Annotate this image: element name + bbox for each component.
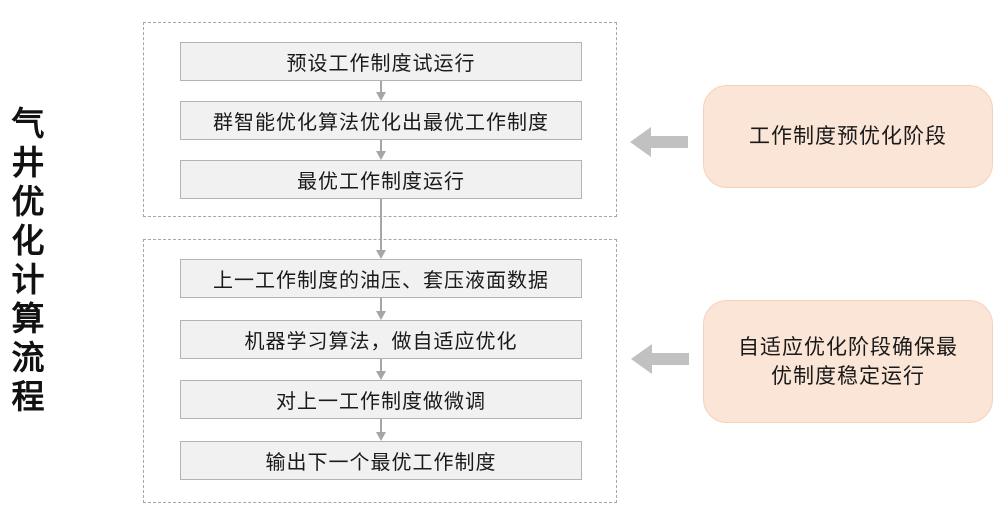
down-arrow-icon (375, 81, 387, 101)
down-arrow-icon (375, 140, 387, 160)
arrow-head (376, 371, 386, 380)
step-label: 预设工作制度试运行 (286, 53, 476, 75)
step-output-next-regime: 输出下一个最优工作制度 (180, 441, 582, 480)
stage1-dashed-container (143, 22, 617, 217)
step-preset-trial-run: 预设工作制度试运行 (180, 42, 582, 81)
step-fine-tune: 对上一工作制度做微调 (180, 380, 582, 419)
arrow-line (380, 419, 382, 432)
arrow-head (376, 250, 386, 259)
callout-label-line2: 优制度稳定运行 (771, 364, 925, 388)
down-arrow-icon (375, 298, 387, 320)
step-label: 机器学习算法，做自适应优化 (244, 331, 518, 353)
step-label: 最优工作制度运行 (297, 171, 465, 193)
arrow-line (380, 140, 382, 151)
arrow-head (376, 151, 386, 160)
step-optimal-run: 最优工作制度运行 (180, 160, 582, 199)
arrow-head (376, 432, 386, 441)
arrow-head (376, 311, 386, 320)
left-arrow-shape (630, 127, 688, 157)
step-label: 上一工作制度的油压、套压液面数据 (213, 270, 549, 292)
arrow-line (380, 359, 382, 371)
step-label: 对上一工作制度做微调 (276, 391, 486, 413)
callout-stage1: 工作制度预优化阶段 (703, 85, 993, 188)
callout-label: 工作制度预优化阶段 (749, 125, 947, 148)
callout-stage2: 自适应优化阶段确保最 优制度稳定运行 (703, 300, 993, 423)
down-arrow-icon (375, 199, 387, 259)
left-arrow-icon (631, 344, 689, 374)
arrow-head (376, 92, 386, 101)
callout-label-line1: 自适应优化阶段确保最 (738, 335, 958, 359)
step-swarm-optimization: 群智能优化算法优化出最优工作制度 (180, 101, 582, 140)
arrow-line (380, 298, 382, 311)
down-arrow-icon (375, 419, 387, 441)
step-label: 输出下一个最优工作制度 (265, 452, 497, 474)
diagram-title: 气井优化计算流程 (7, 106, 44, 418)
step-label: 群智能优化算法优化出最优工作制度 (213, 112, 549, 134)
arrow-line (380, 81, 382, 92)
step-machine-learning: 机器学习算法，做自适应优化 (180, 320, 582, 359)
arrow-line (380, 199, 382, 250)
down-arrow-icon (375, 359, 387, 380)
step-pressure-data: 上一工作制度的油压、套压液面数据 (180, 259, 582, 298)
left-arrow-icon (630, 127, 688, 157)
left-arrow-shape (631, 344, 689, 374)
stage2-dashed-container (143, 239, 617, 503)
